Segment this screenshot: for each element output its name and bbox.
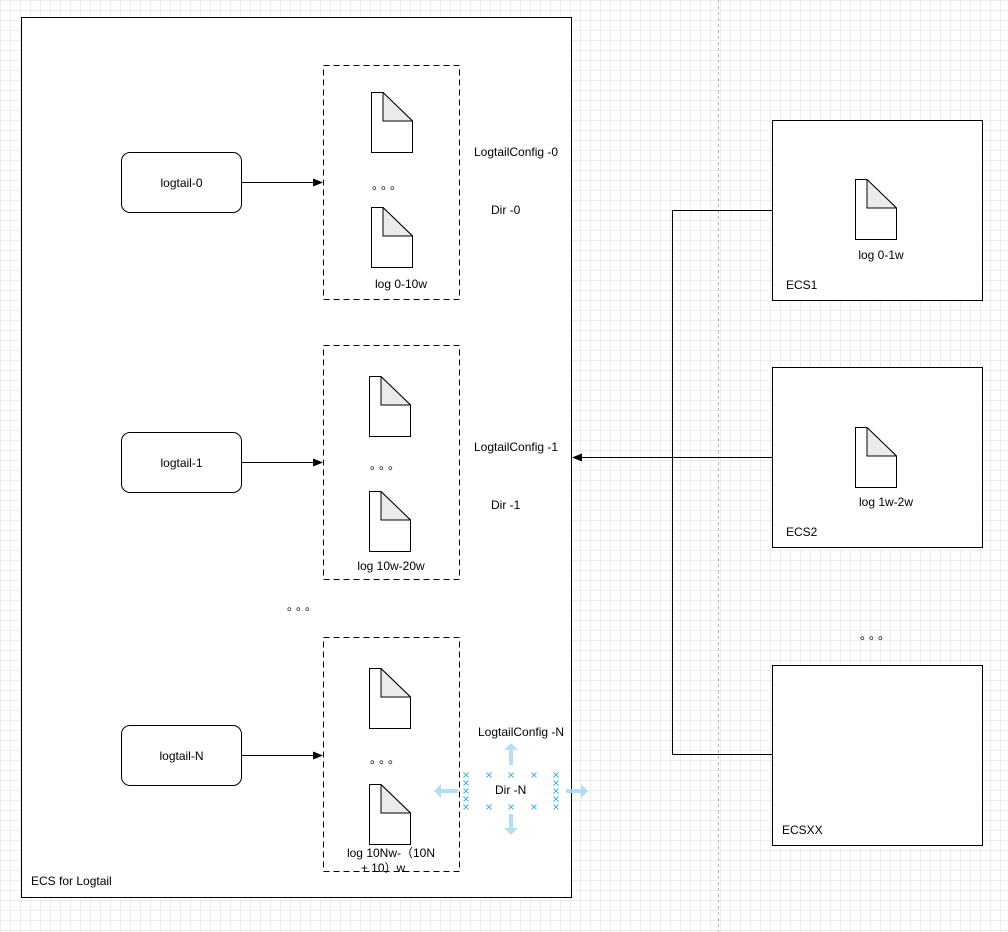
log-range-label: log 0-1w [858,248,904,262]
dir-label: Dir -N [495,783,527,797]
log-range-label-line1: log 10Nw-（10N [346,846,436,860]
ellipsis: 。。。 [860,628,894,642]
log-dir-group-n[interactable] [323,637,460,872]
arrow-left-handle[interactable] [434,784,458,798]
logtail-config-label: LogtailConfig -1 [474,440,559,454]
arrow-up-handle[interactable] [504,743,518,765]
ecsxx-box[interactable] [772,665,983,846]
log-dir-group-1[interactable] [323,345,460,580]
logtail-n-node[interactable]: logtail-N [121,725,242,786]
ellipsis: 。。。 [287,599,321,613]
log-dir-group-0[interactable] [323,65,460,300]
log-range-label: log 1w-2w [858,495,914,509]
logtail-config-label: LogtailConfig -0 [474,145,559,159]
ecs-connector-bracket[interactable] [672,210,773,755]
ellipsis: 。。。 [370,752,404,766]
selection-handles[interactable] [434,743,588,835]
logtail-config-label: LogtailConfig -N [478,725,565,739]
ecs-host-label: ECS1 [786,278,818,292]
logtail-0-node[interactable]: logtail-0 [121,152,242,213]
ellipsis: 。。。 [370,458,404,472]
logtail-1-node[interactable]: logtail-1 [121,432,242,493]
log-range-label: log 0-10w [374,277,428,291]
container-label: ECS for Logtail [31,874,112,888]
ecs-for-logtail-container[interactable] [21,17,572,898]
arrow-down-handle[interactable] [504,814,518,835]
log-range-label-line2: + 10）w [360,861,406,875]
log-range-label: log 10w-20w [357,559,425,573]
ecs-host-label: ECSXX [782,823,823,837]
dir-label: Dir -1 [491,498,521,512]
dir-label: Dir -0 [491,203,521,217]
ecs-host-label: ECS2 [786,525,818,539]
ellipsis: 。。。 [372,178,406,192]
arrow-right-handle[interactable] [566,784,588,798]
